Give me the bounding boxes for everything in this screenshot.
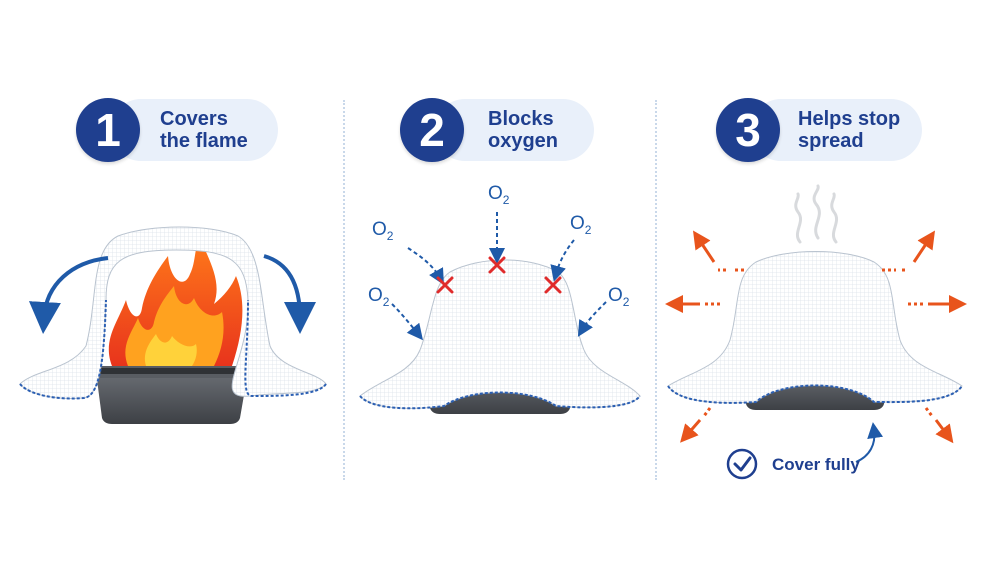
cover-fully-note: Cover fully [772,455,860,474]
curved-arrow-icon [263,254,316,334]
pointer-arrow-icon [855,422,884,463]
curved-arrow-icon [28,256,109,334]
oxygen-arrow-icon [407,247,444,285]
oxygen-label: O2 [368,286,389,312]
oxygen-arrow-icon [391,303,423,341]
oxygen-symbol: O [570,213,585,234]
oxygen-subscript: 2 [622,294,630,309]
outward-arrow-icon [934,419,954,444]
scene-1-covers-flame [19,226,327,424]
check-circle-icon [726,448,758,480]
pan-1 [92,366,252,424]
blocked-spread-line [702,407,712,417]
oxygen-label: O2 [372,220,393,246]
oxygen-subscript: 2 [386,228,394,243]
oxygen-subscript: 2 [502,192,510,207]
outward-arrow-icon [680,419,702,443]
scene-2-blocks-oxygen [359,212,641,414]
column-divider-1 [343,100,345,480]
step-3-title: Helps stop spread [798,108,901,152]
column-divider-2 [655,100,657,480]
x-mark-icon [436,276,454,294]
step-3-number-badge: 3 [716,98,780,162]
step-1-number-badge: 1 [76,98,140,162]
fire-blanket-3 [667,251,963,404]
x-mark-icon [544,276,562,294]
oxygen-symbol: O [368,285,383,306]
oxygen-symbol: O [488,183,503,204]
blocked-spread-line [924,407,934,417]
oxygen-label: O2 [608,286,629,312]
oxygen-label: O2 [488,184,509,210]
outward-arrow-icon [693,230,716,263]
oxygen-arrow-icon [577,301,607,337]
oxygen-arrow-icon [550,239,575,282]
oxygen-subscript: 2 [382,294,390,309]
oxygen-subscript: 2 [584,222,592,237]
scene-3-stop-spread [665,184,967,480]
fire-blanket-2 [359,259,641,410]
oxygen-label: O2 [570,214,591,240]
step-2-number-badge: 2 [400,98,464,162]
x-mark-icon [488,256,506,274]
smoke-icon [794,184,839,244]
flame-icon [108,238,243,366]
fire-blanket-1 [19,226,327,400]
step-2-title: Blocks oxygen [488,108,559,152]
step-1-title: Covers the flame [160,108,248,152]
oxygen-symbol: O [372,219,387,240]
oxygen-symbol: O [608,285,623,306]
outward-arrow-icon [912,230,935,263]
